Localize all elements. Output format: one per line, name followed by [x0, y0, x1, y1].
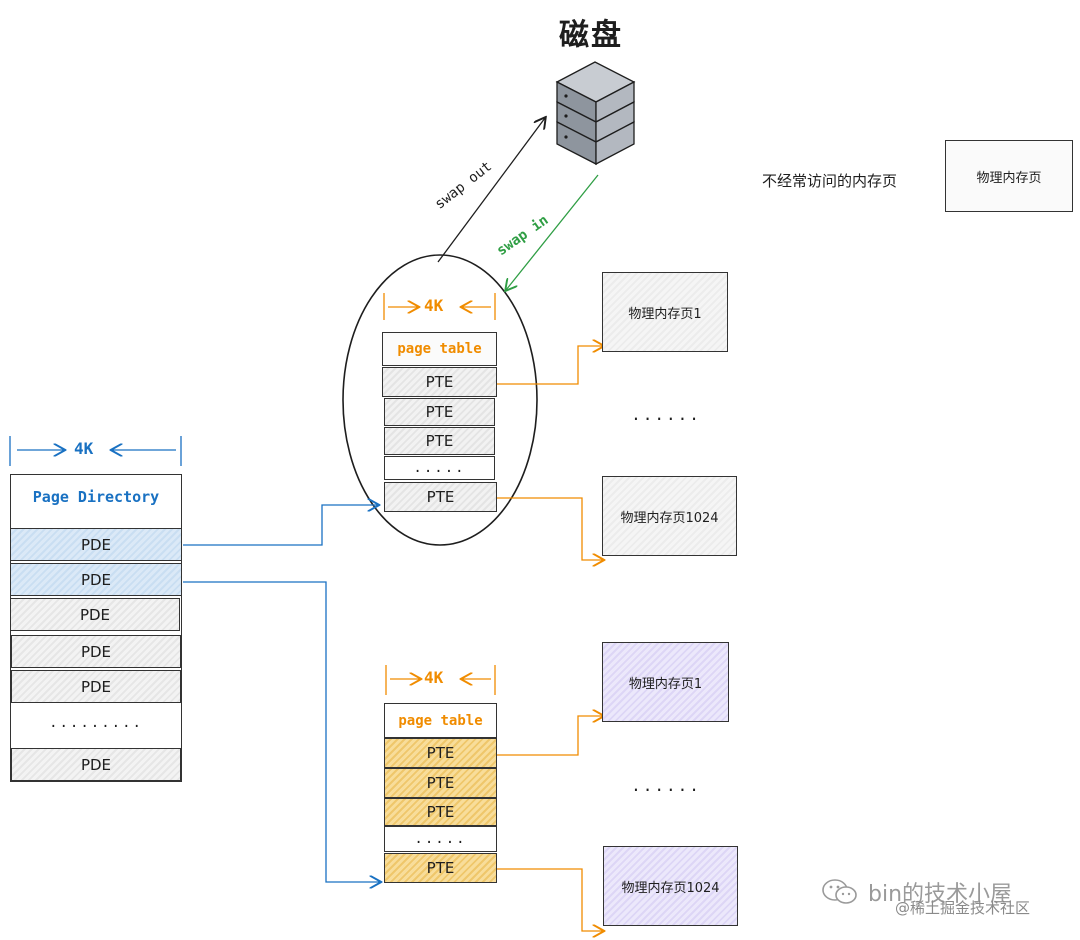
page-directory-title: Page Directory: [32, 488, 160, 506]
legend-description: 不经常访问的内存页: [762, 172, 898, 190]
pt2-physical-page-last: 物理内存页1024: [603, 846, 738, 926]
watermark-sub: @稀土掘金技术社区: [895, 899, 1031, 917]
watermark-main: bin的技术小屋: [868, 882, 1013, 907]
pt1-first-pte-connector: [497, 346, 603, 385]
pt2-first-pte-connector: [497, 716, 603, 756]
pt1-pte-entry: PTE: [384, 427, 495, 455]
pt1-pte-entry: PTE: [384, 482, 497, 512]
swap-in-arrow: [506, 174, 599, 290]
pt1-size-marker: [383, 293, 496, 320]
server-icon: [555, 61, 636, 166]
pt1-pages-ellipsis: ......: [631, 404, 701, 424]
pt1-pte-entry: PTE: [384, 398, 495, 426]
pt1-pte-entry: PTE: [382, 367, 497, 397]
pde-entry: PDE: [10, 598, 180, 631]
pt2-pte-entry: PTE: [384, 738, 497, 768]
pt2-size-marker: [385, 665, 496, 695]
swap-out-arrow: [437, 118, 545, 263]
pde-entry: PDE: [11, 748, 181, 781]
wechat-icon: [820, 878, 860, 906]
legend-page-box: 物理内存页: [945, 140, 1073, 212]
pd-size-label: 4K: [74, 439, 94, 458]
pt2-physical-page-first: 物理内存页1: [602, 642, 729, 722]
disk-title: 磁盘: [559, 18, 623, 53]
pde-entry: PDE: [10, 528, 182, 561]
pde-entry: PDE: [10, 563, 182, 596]
pt1-physical-page-last: 物理内存页1024: [602, 476, 737, 556]
pt1-physical-page-first: 物理内存页1: [602, 272, 728, 352]
pt2-title: page table: [384, 703, 497, 738]
pt1-pte-ellipsis: .....: [384, 456, 495, 480]
pt2-size-label: 4K: [424, 668, 444, 687]
pt2-pages-ellipsis: ......: [631, 775, 701, 795]
swapped-region-ellipse: [342, 254, 538, 546]
pt2-pte-entry: PTE: [384, 798, 497, 826]
pt2-pte-entry: PTE: [384, 853, 497, 883]
pt2-last-pte-connector: [497, 868, 603, 931]
pde-ellipsis: .........: [49, 715, 143, 731]
pt1-last-pte-connector: [497, 497, 603, 560]
pde2-to-pt2-connector: [183, 581, 380, 882]
pde-entry: PDE: [11, 670, 181, 703]
pde1-to-pt1-connector: [183, 505, 378, 546]
pt1-title: page table: [382, 332, 497, 366]
pt1-size-label: 4K: [424, 296, 444, 315]
pt2-pte-entry: PTE: [384, 768, 497, 798]
pd-size-marker: [9, 436, 182, 466]
pt2-pte-ellipsis: .....: [384, 826, 497, 852]
pde-entry: PDE: [11, 635, 181, 668]
